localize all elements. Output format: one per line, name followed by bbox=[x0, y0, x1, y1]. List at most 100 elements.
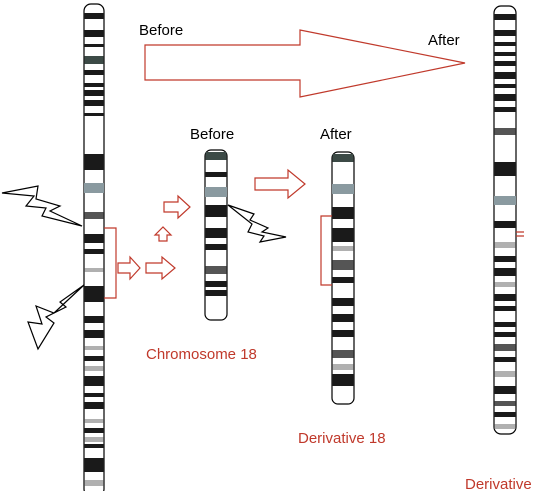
chromosome-band bbox=[205, 266, 227, 274]
chromosome-band bbox=[494, 294, 516, 301]
chromosome-band bbox=[332, 298, 354, 306]
derivative-label: Derivative bbox=[465, 476, 532, 491]
centromere bbox=[84, 183, 104, 193]
arrow-right-small bbox=[117, 255, 141, 281]
chromosome-band bbox=[205, 152, 227, 160]
chromosome-band bbox=[494, 424, 516, 429]
chromosome-18-label: Chromosome 18 bbox=[146, 346, 257, 363]
arrow-up-small bbox=[153, 226, 173, 242]
chromosome-band bbox=[494, 282, 516, 287]
arrow-right-small bbox=[163, 194, 191, 220]
chromosome-band bbox=[84, 234, 104, 243]
chromosome-band bbox=[84, 419, 104, 423]
chromosome-band bbox=[494, 61, 516, 66]
chromosome-band bbox=[494, 107, 516, 112]
chromosome-band bbox=[494, 30, 516, 36]
chromosome-band bbox=[332, 364, 354, 370]
centromere bbox=[494, 196, 516, 205]
chromosome-band bbox=[494, 357, 516, 362]
left-long-chromosome bbox=[83, 3, 105, 491]
chromosome-band bbox=[494, 332, 516, 337]
chromosome-band bbox=[332, 246, 354, 251]
top-before-label: Before bbox=[139, 22, 183, 39]
chromosome-band bbox=[84, 113, 104, 116]
chromosome-band bbox=[494, 84, 516, 88]
chromosome-band bbox=[84, 13, 104, 19]
chromosome-band bbox=[494, 306, 516, 311]
chromosome-band bbox=[84, 212, 104, 219]
chromosome-band bbox=[84, 268, 104, 272]
chromosome-band bbox=[84, 356, 104, 361]
chromosome-band bbox=[205, 244, 227, 250]
derivative-18-after bbox=[331, 151, 355, 405]
chromosome-band bbox=[84, 154, 104, 170]
chromosome-band bbox=[84, 70, 104, 75]
mid-after-label: After bbox=[320, 126, 352, 143]
chromosome-band bbox=[205, 205, 227, 217]
segment-bracket bbox=[320, 215, 332, 286]
chromosome-band bbox=[84, 402, 104, 409]
chromosome-band bbox=[494, 401, 516, 406]
segment-bracket bbox=[104, 227, 117, 299]
right-long-chromosome bbox=[493, 5, 517, 435]
chromosome-band bbox=[84, 428, 104, 433]
derivative-18-label: Derivative 18 bbox=[298, 430, 386, 447]
chromosome-band bbox=[494, 344, 516, 351]
chromosome-band bbox=[84, 393, 104, 397]
chromosome-band bbox=[205, 290, 227, 296]
chromosome-band bbox=[84, 100, 104, 106]
chromosome-band bbox=[494, 371, 516, 377]
centromere bbox=[205, 187, 227, 197]
lightning-bolt-icon bbox=[227, 204, 287, 243]
chromosome-band bbox=[84, 330, 104, 338]
top-after-label: After bbox=[428, 32, 460, 49]
chromosome-band bbox=[494, 242, 516, 248]
chromosome-band bbox=[84, 83, 104, 87]
lightning-bolt-icon bbox=[27, 284, 85, 351]
chromosome-18-before bbox=[204, 149, 228, 321]
chromosome-band bbox=[494, 412, 516, 417]
chromosome-band bbox=[332, 207, 354, 219]
chromosome-band bbox=[494, 268, 516, 276]
chromosome-band bbox=[84, 366, 104, 371]
chromosome-band bbox=[494, 322, 516, 327]
chromosome-band bbox=[84, 346, 104, 350]
chromosome-band bbox=[205, 281, 227, 287]
arrow-right-medium bbox=[254, 168, 306, 200]
chromosome-band bbox=[494, 52, 516, 56]
chromosome-band bbox=[84, 249, 104, 254]
big-transition-arrow bbox=[144, 29, 466, 98]
chromosome-band bbox=[84, 286, 104, 302]
chromosome-band bbox=[494, 221, 516, 228]
chromosome-band bbox=[84, 458, 104, 472]
segment-marker bbox=[516, 231, 524, 237]
chromosome-band bbox=[84, 56, 104, 64]
lightning-bolt-icon bbox=[1, 185, 83, 227]
chromosome-band bbox=[205, 228, 227, 238]
chromosome-band bbox=[84, 376, 104, 386]
chromosome-band bbox=[332, 330, 354, 337]
chromosome-band bbox=[332, 374, 354, 386]
chromosome-band bbox=[84, 444, 104, 448]
chromosome-band bbox=[205, 172, 227, 177]
mid-before-label: Before bbox=[190, 126, 234, 143]
chromosome-band bbox=[332, 228, 354, 242]
chromosome-band bbox=[84, 480, 104, 486]
chromosome-band bbox=[494, 256, 516, 262]
chromosome-band bbox=[494, 128, 516, 135]
chromosome-band bbox=[332, 154, 354, 162]
chromosome-band bbox=[84, 437, 104, 442]
chromosome-band bbox=[84, 30, 104, 37]
chromosome-band bbox=[494, 162, 516, 176]
chromosome-band bbox=[84, 44, 104, 47]
chromosome-band bbox=[494, 42, 516, 46]
chromosome-band bbox=[494, 386, 516, 394]
chromosome-band bbox=[494, 72, 516, 79]
chromosome-band bbox=[332, 314, 354, 322]
chromosome-band bbox=[332, 260, 354, 270]
chromosome-band bbox=[332, 350, 354, 358]
chromosome-band bbox=[494, 94, 516, 101]
chromosome-band bbox=[84, 316, 104, 323]
arrow-right-small bbox=[145, 255, 176, 281]
